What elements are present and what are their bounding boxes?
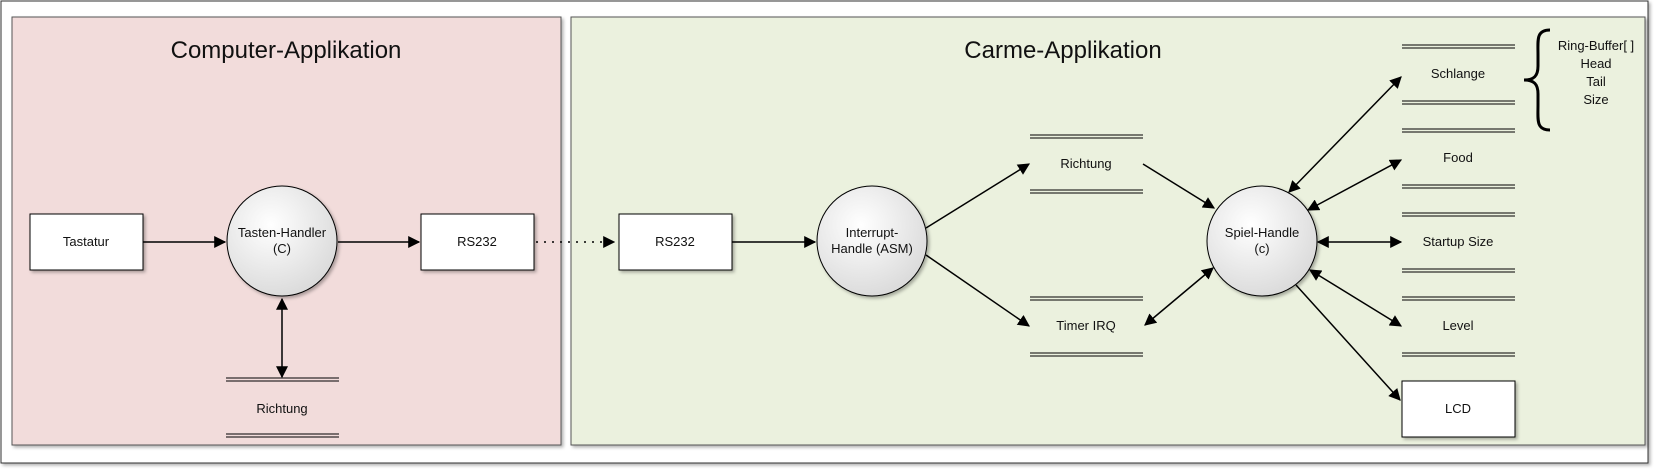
arrow-spiel-to-lcd: [1295, 284, 1401, 401]
startup-size-store: [1402, 212, 1515, 273]
rs232-carme-label: RS232: [655, 234, 695, 249]
schlange-field-size: Size: [1583, 92, 1608, 107]
food-label: Food: [1443, 150, 1473, 165]
schlange-store: [1402, 44, 1515, 105]
schlange-field-ring-buffer: Ring-Buffer[ ]: [1558, 38, 1634, 53]
richtung-carme-store: [1030, 134, 1143, 194]
rs232-pc-label: RS232: [457, 234, 497, 249]
tastatur-label: Tastatur: [63, 234, 110, 249]
arrow-timer-spiel: [1144, 267, 1214, 326]
rs232-carme-node: [618, 213, 733, 271]
lcd-label: LCD: [1445, 401, 1471, 416]
timer-irq-label: Timer IRQ: [1056, 318, 1115, 333]
interrupt-handle-label-line2: Handle (ASM): [831, 241, 913, 256]
schlange-label: Schlange: [1431, 66, 1485, 81]
arrow-interrupt-to-richtung: [925, 163, 1031, 229]
interrupt-handle-label-line1: Interrupt-: [846, 225, 899, 240]
interrupt-handle-node: [816, 185, 928, 297]
computer-app-title: Computer-Applikation: [171, 37, 402, 64]
richtung-pc-label: Richtung: [256, 401, 307, 416]
tasten-handler-label-line1: Tasten-Handler: [238, 225, 327, 240]
level-store: [1402, 296, 1515, 357]
arrow-spiel-level: [1308, 269, 1403, 327]
food-store: [1402, 128, 1515, 189]
arrow-spiel-food: [1306, 159, 1403, 211]
tastatur-node: [29, 213, 144, 271]
rs232-pc-node: [420, 213, 535, 271]
tasten-handler-label-line2: (C): [273, 241, 291, 256]
timer-irq-store: [1030, 296, 1143, 357]
level-label: Level: [1442, 318, 1473, 333]
arrow-richtung-to-spiel: [1142, 163, 1216, 209]
carme-app-title: Carme-Applikation: [964, 37, 1161, 64]
richtung-carme-label: Richtung: [1060, 156, 1111, 171]
tasten-handler-node: [226, 185, 338, 297]
carme-app-panel: [570, 16, 1646, 446]
startup-size-label: Startup Size: [1423, 234, 1494, 249]
schlange-brace: [1523, 28, 1551, 132]
lcd-node: [1401, 380, 1516, 438]
spiel-handle-label-line2: (c): [1254, 241, 1269, 256]
schlange-field-head: Head: [1580, 56, 1611, 71]
arrow-interrupt-to-timer: [925, 254, 1030, 327]
spiel-handle-label-line1: Spiel-Handle: [1225, 225, 1299, 240]
schlange-field-tail: Tail: [1586, 74, 1606, 89]
